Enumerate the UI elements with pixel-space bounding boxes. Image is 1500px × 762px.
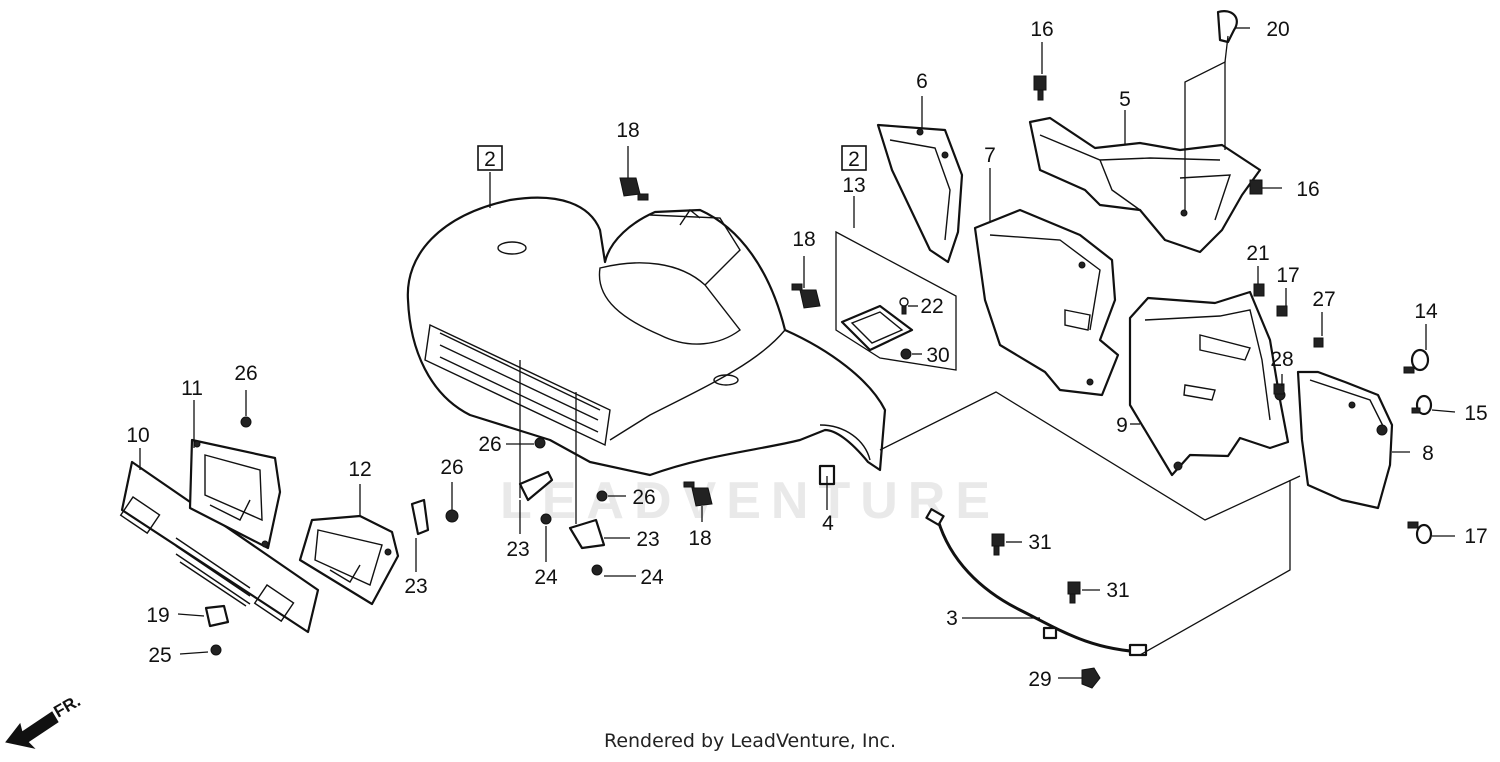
- callout-23-right: 23: [636, 528, 659, 551]
- callout-17-bottom: 17: [1464, 525, 1487, 548]
- callout-30: 30: [926, 344, 949, 367]
- callout-10: 10: [126, 424, 149, 447]
- bolt-part-31-upper[interactable]: [991, 533, 1005, 556]
- screw-part-27[interactable]: [1313, 337, 1324, 348]
- bolt-part-18-low[interactable]: [683, 481, 713, 507]
- clip-part-20[interactable]: [1216, 10, 1238, 44]
- bolt-part-18-top[interactable]: [619, 177, 649, 201]
- callout-21: 21: [1246, 242, 1269, 265]
- callout-14: 14: [1414, 300, 1438, 323]
- callout-4: 4: [822, 512, 834, 535]
- callout-26-b: 26: [440, 456, 463, 479]
- callout-11: 11: [181, 377, 203, 400]
- nut-part-28[interactable]: [1273, 383, 1285, 395]
- callout-18-low: 18: [688, 527, 711, 550]
- callout-numbers: 2 2 13 18 18 18 6 7 16 5 20 16 21 17 27 …: [126, 18, 1487, 691]
- bolt-part-16-right[interactable]: [1249, 179, 1263, 195]
- watermark-text: LEADVENTURE: [500, 472, 1000, 530]
- callout-13: 13: [842, 174, 865, 197]
- footer-credit: Rendered by LeadVenture, Inc.: [603, 730, 897, 752]
- callout-17-top: 17: [1276, 264, 1299, 287]
- screw-part-22[interactable]: [899, 297, 909, 315]
- nut-part-21[interactable]: [1253, 283, 1265, 297]
- clip-part-19[interactable]: [204, 604, 230, 628]
- bolt-part-31-lower[interactable]: [1067, 581, 1081, 604]
- clip-part-23-left[interactable]: [410, 498, 430, 536]
- arrow-icon: [5, 711, 59, 749]
- upper-fender-part-5[interactable]: [1028, 116, 1262, 254]
- nut-part-30[interactable]: [900, 348, 912, 360]
- callout-5: 5: [1119, 88, 1131, 111]
- callout-6: 6: [916, 70, 928, 93]
- screw-part-26-b[interactable]: [445, 509, 459, 523]
- callout-24-lower: 24: [640, 566, 664, 589]
- callout-25: 25: [148, 644, 171, 667]
- screw-part-24-upper[interactable]: [540, 513, 552, 525]
- grille-part-10[interactable]: [119, 460, 320, 634]
- callout-8: 8: [1422, 442, 1434, 465]
- callout-29: 29: [1028, 668, 1051, 691]
- callout-box-2-left: [477, 145, 503, 171]
- callout-18-top: 18: [616, 119, 639, 142]
- callout-23-mid: 23: [506, 538, 529, 561]
- callout-28: 28: [1270, 348, 1293, 371]
- callout-20: 20: [1266, 18, 1289, 41]
- callout-2-fender: 2: [484, 148, 496, 171]
- callout-16-top: 16: [1030, 18, 1053, 41]
- cover-part-6[interactable]: [876, 123, 964, 264]
- callout-7: 7: [984, 144, 996, 167]
- callout-box-2-right: [841, 145, 867, 171]
- callout-16-right: 16: [1296, 178, 1319, 201]
- inner-fender-part-7[interactable]: [973, 208, 1120, 397]
- clip-part-23-mid[interactable]: [518, 470, 554, 502]
- callout-15: 15: [1464, 402, 1487, 425]
- callout-2-kit: 2: [848, 148, 860, 171]
- callout-26-d: 26: [632, 486, 655, 509]
- callout-24-upper: 24: [534, 566, 558, 589]
- cable-part-3[interactable]: [925, 508, 1148, 657]
- clip-part-23-right[interactable]: [568, 518, 606, 550]
- screw-part-25[interactable]: [210, 644, 222, 656]
- screw-part-26-a[interactable]: [240, 416, 252, 428]
- callout-27: 27: [1312, 288, 1335, 311]
- callout-26-c: 26: [478, 433, 501, 456]
- bolt-part-14[interactable]: [1403, 348, 1430, 374]
- callout-19: 19: [146, 604, 169, 627]
- callout-9: 9: [1116, 414, 1128, 437]
- bolt-part-17-bottom[interactable]: [1407, 521, 1433, 545]
- bolt-part-18-mid[interactable]: [791, 283, 821, 309]
- headlight-case-part-12[interactable]: [298, 514, 400, 606]
- callout-23-left: 23: [404, 575, 427, 598]
- callout-31-lower: 31: [1106, 579, 1129, 602]
- callout-26-a: 26: [234, 362, 257, 385]
- front-fender-part-2[interactable]: [406, 196, 887, 477]
- callout-31-upper: 31: [1028, 531, 1051, 554]
- screw-part-26-c[interactable]: [534, 437, 546, 449]
- nut-part-29[interactable]: [1081, 667, 1101, 689]
- callout-3: 3: [946, 607, 958, 630]
- inner-panel-part-9[interactable]: [1128, 290, 1290, 477]
- bolt-part-16-top[interactable]: [1033, 75, 1047, 101]
- bolt-part-15[interactable]: [1411, 394, 1433, 416]
- mud-guard-part-8[interactable]: [1296, 370, 1394, 510]
- leader-lines: [139, 27, 1456, 679]
- screw-part-24-lower[interactable]: [591, 564, 603, 576]
- headlight-case-part-11[interactable]: [188, 438, 282, 550]
- callout-18-mid: 18: [792, 228, 815, 251]
- screw-part-17-top[interactable]: [1276, 305, 1288, 317]
- callout-12: 12: [348, 458, 371, 481]
- plate-part-13[interactable]: [840, 304, 914, 352]
- screw-part-26-d[interactable]: [596, 490, 608, 502]
- callout-22: 22: [920, 295, 943, 318]
